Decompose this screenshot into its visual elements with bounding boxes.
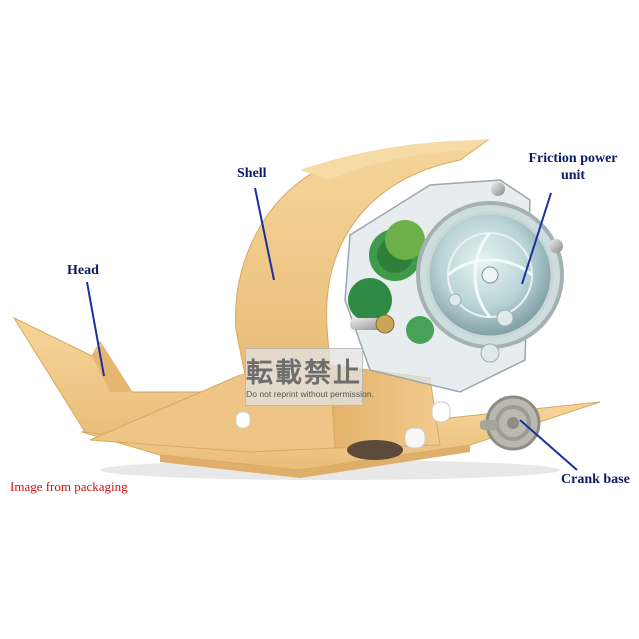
head-pointer [86,281,105,377]
label-friction-power-unit: Friction power unit [520,150,626,184]
watermark-text: Do not reprint without permission. [246,389,375,399]
white-peg [235,411,251,429]
watermark-stamp: 転載禁止 Do not reprint without permission. [245,348,375,406]
base-front-edge [160,445,470,478]
friction-pointer [521,192,552,285]
image-caption: Image from packaging [10,479,128,494]
drive-wheel [347,440,403,460]
white-peg [404,427,426,449]
gold-screw [375,314,395,334]
head-fin [92,345,132,392]
label-friction-line2: unit [560,168,586,183]
pointer-lines [86,187,578,471]
flywheel [416,201,564,363]
label-friction-line1: Friction power [528,151,618,166]
crank-pointer [519,419,578,471]
shell-pointer [254,187,275,281]
white-peg [431,401,451,423]
watermark-kanji: 転載禁止 [246,358,362,389]
housing-screw-right [549,239,563,253]
crank-wheel [480,395,541,451]
label-shell: Shell [237,166,267,181]
shell-top-flap [300,140,488,180]
green-gears [348,220,434,344]
label-head: Head [67,263,99,278]
housing-screw-top [491,182,505,196]
label-crank-base: Crank base [561,472,630,487]
